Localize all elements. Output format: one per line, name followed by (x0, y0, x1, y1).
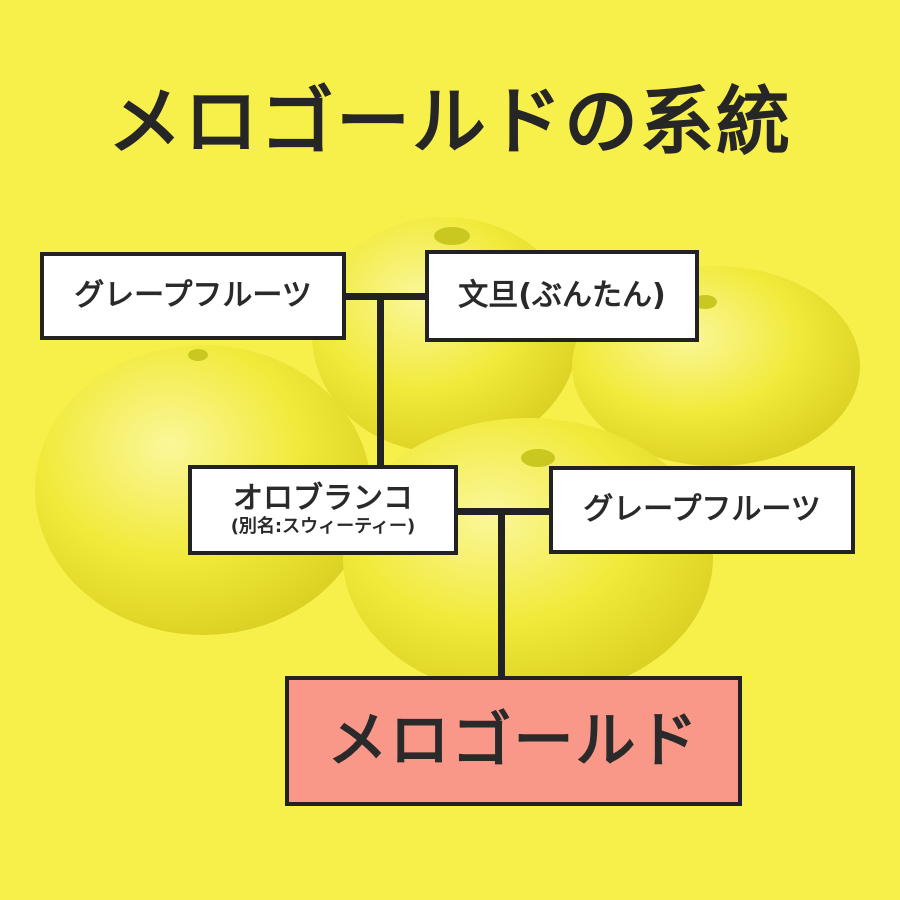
node-melogold: メロゴールド (285, 676, 742, 806)
node-grapefruit-1: グレープフルーツ (40, 252, 346, 340)
node-oroblanco: オロブランコ (別名:スウィーティー) (188, 465, 458, 555)
node-grapefruit-2: グレープフルーツ (549, 466, 855, 554)
node-oroblanco-label: オロブランコ (233, 480, 413, 516)
node-grapefruit-1-label: グレープフルーツ (74, 277, 312, 313)
connector-drop-1 (377, 293, 384, 465)
page-title: メロゴールドの系統 (108, 79, 792, 165)
node-buntan: 文旦(ぶんたん) (425, 250, 699, 342)
connector-parents-1 (346, 293, 425, 300)
node-grapefruit-2-label: グレープフルーツ (583, 491, 821, 527)
node-buntan-label: 文旦(ぶんたん) (458, 277, 666, 313)
connector-drop-2 (498, 508, 505, 676)
node-oroblanco-alias: (別名:スウィーティー) (230, 516, 416, 538)
node-melogold-label: メロゴールド (327, 705, 700, 776)
grapefruit-stem-top (434, 227, 470, 245)
grapefruit-stem-right (693, 295, 717, 309)
grapefruit-stem-left (188, 349, 208, 361)
grapefruit-stem-center (521, 449, 555, 467)
